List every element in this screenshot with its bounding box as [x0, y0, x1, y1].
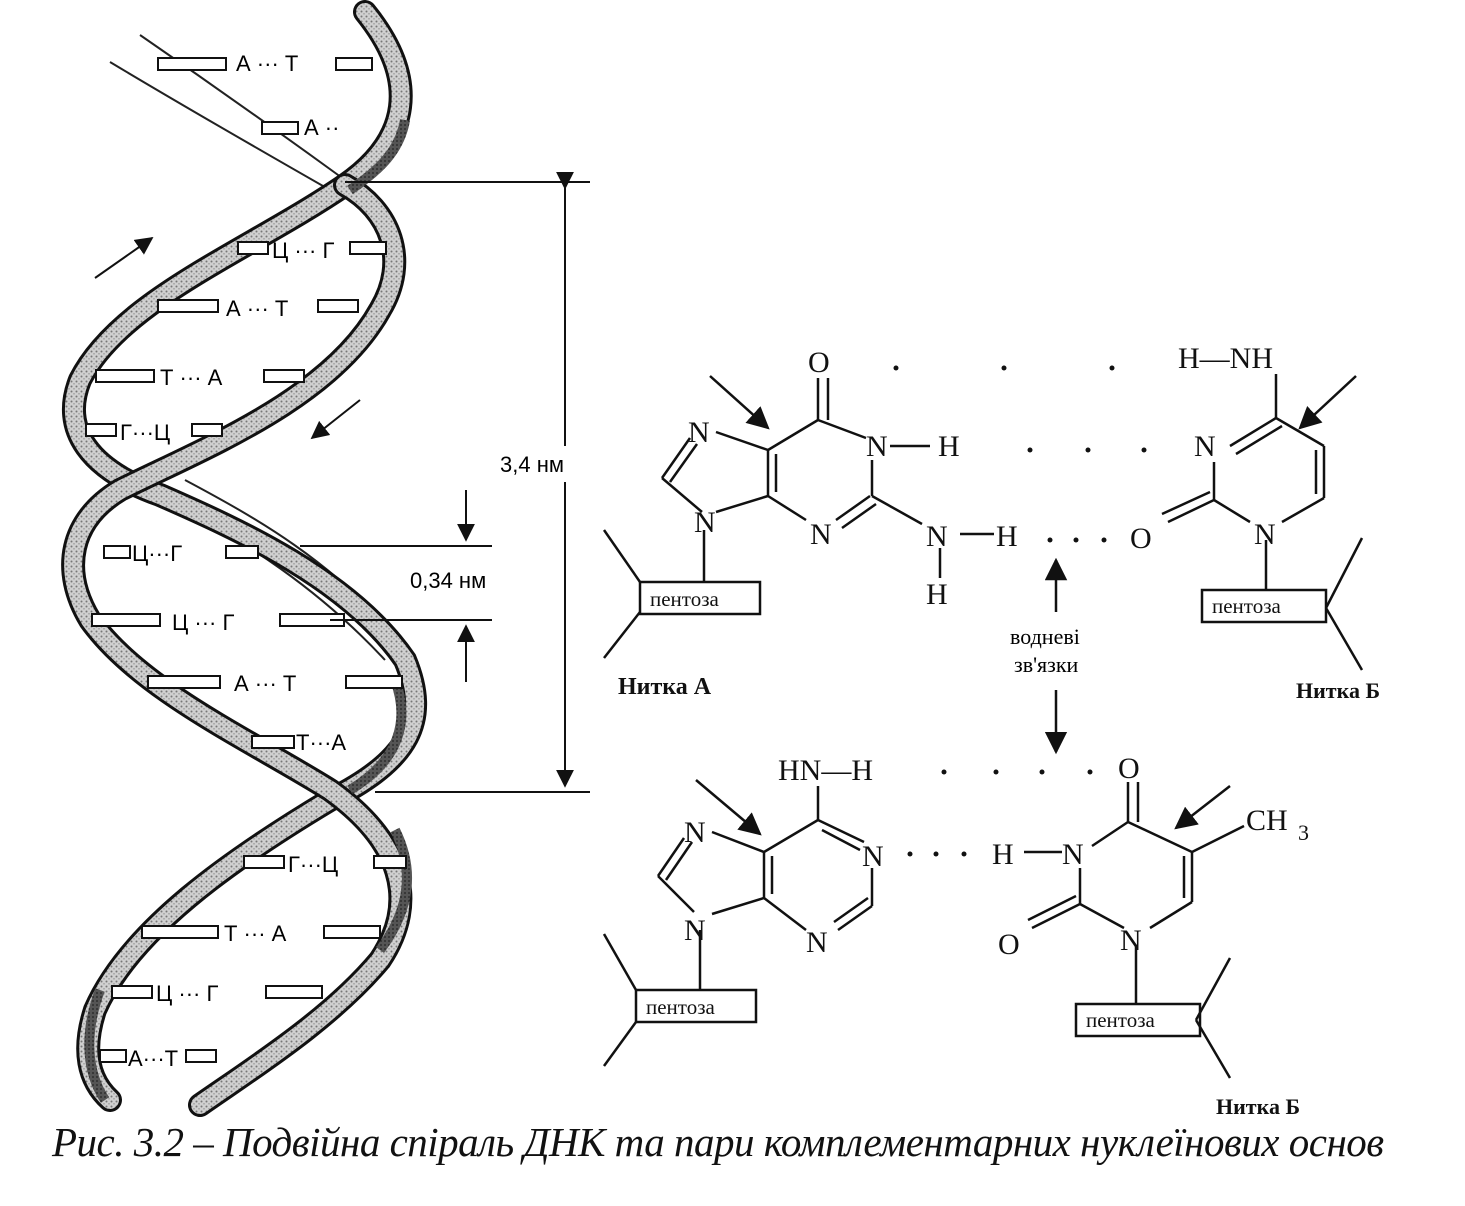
atom-label: O [808, 346, 830, 379]
pitch-label: 3,4 нм [500, 452, 564, 477]
atom-label: H [992, 838, 1014, 871]
base-pair-label: Г···Ц [120, 420, 170, 445]
atom-subscript: 3 [1298, 820, 1309, 845]
atom-label: N [866, 430, 888, 463]
atom-label: H [938, 430, 960, 463]
atom-label: H—NH [1178, 342, 1273, 375]
sugar-label: пентоза [1212, 594, 1281, 618]
hbond-label-line2: зв'язки [1014, 652, 1079, 677]
base-pair: А ·· [261, 115, 339, 140]
base-pair-label: А ·· [304, 115, 339, 140]
strand-label: Нитка Б [1216, 1094, 1300, 1119]
atom-label: H [996, 520, 1018, 553]
dimension-markers [300, 171, 590, 793]
sugar-label: пентоза [646, 995, 715, 1019]
sugar-label: пентоза [650, 587, 719, 611]
atom-label: N [1120, 924, 1142, 957]
base-pair: Г···Ц [85, 420, 223, 445]
hbond-label-line1: водневі [1010, 624, 1080, 649]
atom-label: N [810, 518, 832, 551]
base-pair: А···Т [99, 1046, 217, 1071]
base-pair-label: А ··· Т [236, 51, 298, 76]
base-pair: Т ··· А [95, 365, 305, 390]
base-pair-label: Т ··· А [160, 365, 223, 390]
base-pair-label: А ··· Т [226, 296, 288, 321]
rise-label: 0,34 нм [410, 568, 486, 593]
base-pair-label: А ··· Т [234, 671, 296, 696]
atom-label: N [684, 816, 706, 849]
atom-label: O [1118, 752, 1140, 785]
base-pair-label: Ц ··· Г [156, 981, 218, 1006]
strand-label: Нитка А [618, 674, 712, 700]
base-pair: Т ··· А [141, 921, 381, 946]
base-pair: Т···А [251, 730, 346, 755]
atom-label: N [684, 914, 706, 947]
base-pair: Ц ··· Г [91, 610, 345, 635]
base-pair: Ц ··· Г [111, 981, 323, 1006]
base-pair-label: Ц ··· Г [172, 610, 234, 635]
strand-label: Нитка Б [1296, 678, 1380, 703]
adenine-thymine-pair [602, 779, 1245, 1079]
atom-label: N [688, 416, 710, 449]
at-pair-labels: HN—H N N N N H N O O N CH 3 пентоза пент… [646, 752, 1309, 1119]
base-pair-label: Ц ··· Г [272, 238, 334, 263]
atom-label: N [1062, 838, 1084, 871]
base-pair: Г···Ц [243, 852, 407, 877]
base-pair-label: Т···А [296, 730, 346, 755]
atom-label: H [926, 578, 948, 611]
atom-label: N [926, 520, 948, 553]
base-pair-label: Т ··· А [224, 921, 287, 946]
figure-caption: Рис. 3.2 – Подвійна спіраль ДНК та пари … [52, 1119, 1384, 1165]
hydrogen-bonds-at [907, 769, 1093, 857]
base-pair-label: Г···Ц [288, 852, 338, 877]
guanine-cytosine-pair [602, 374, 1364, 671]
atom-label: CH [1246, 804, 1288, 837]
base-pair: А ··· Т [157, 51, 373, 76]
base-pair: Ц···Г [103, 541, 259, 566]
atom-label: N [862, 840, 884, 873]
atom-label: O [998, 928, 1020, 961]
gc-pair-labels: O N N N H N N H H O N N H—NH пентоза пен… [618, 342, 1380, 703]
base-pair: Ц ··· Г [237, 238, 387, 263]
atom-label: N [806, 926, 828, 959]
base-pair: А ··· Т [157, 296, 359, 321]
base-pair-label: Ц···Г [132, 541, 182, 566]
atom-label: N [1194, 430, 1216, 463]
atom-label: N [694, 506, 716, 539]
base-pair-label: А···Т [128, 1046, 178, 1071]
atom-label: HN—H [778, 754, 873, 787]
sugar-label: пентоза [1086, 1008, 1155, 1032]
base-pair: А ··· Т [147, 671, 403, 696]
atom-label: O [1130, 522, 1152, 555]
base-pairs: А ··· Т А ·· Ц ··· Г А ··· Т Т ··· А Г··… [85, 51, 407, 1071]
hydrogen-bonds-gc [893, 365, 1147, 543]
atom-label: N [1254, 518, 1276, 551]
